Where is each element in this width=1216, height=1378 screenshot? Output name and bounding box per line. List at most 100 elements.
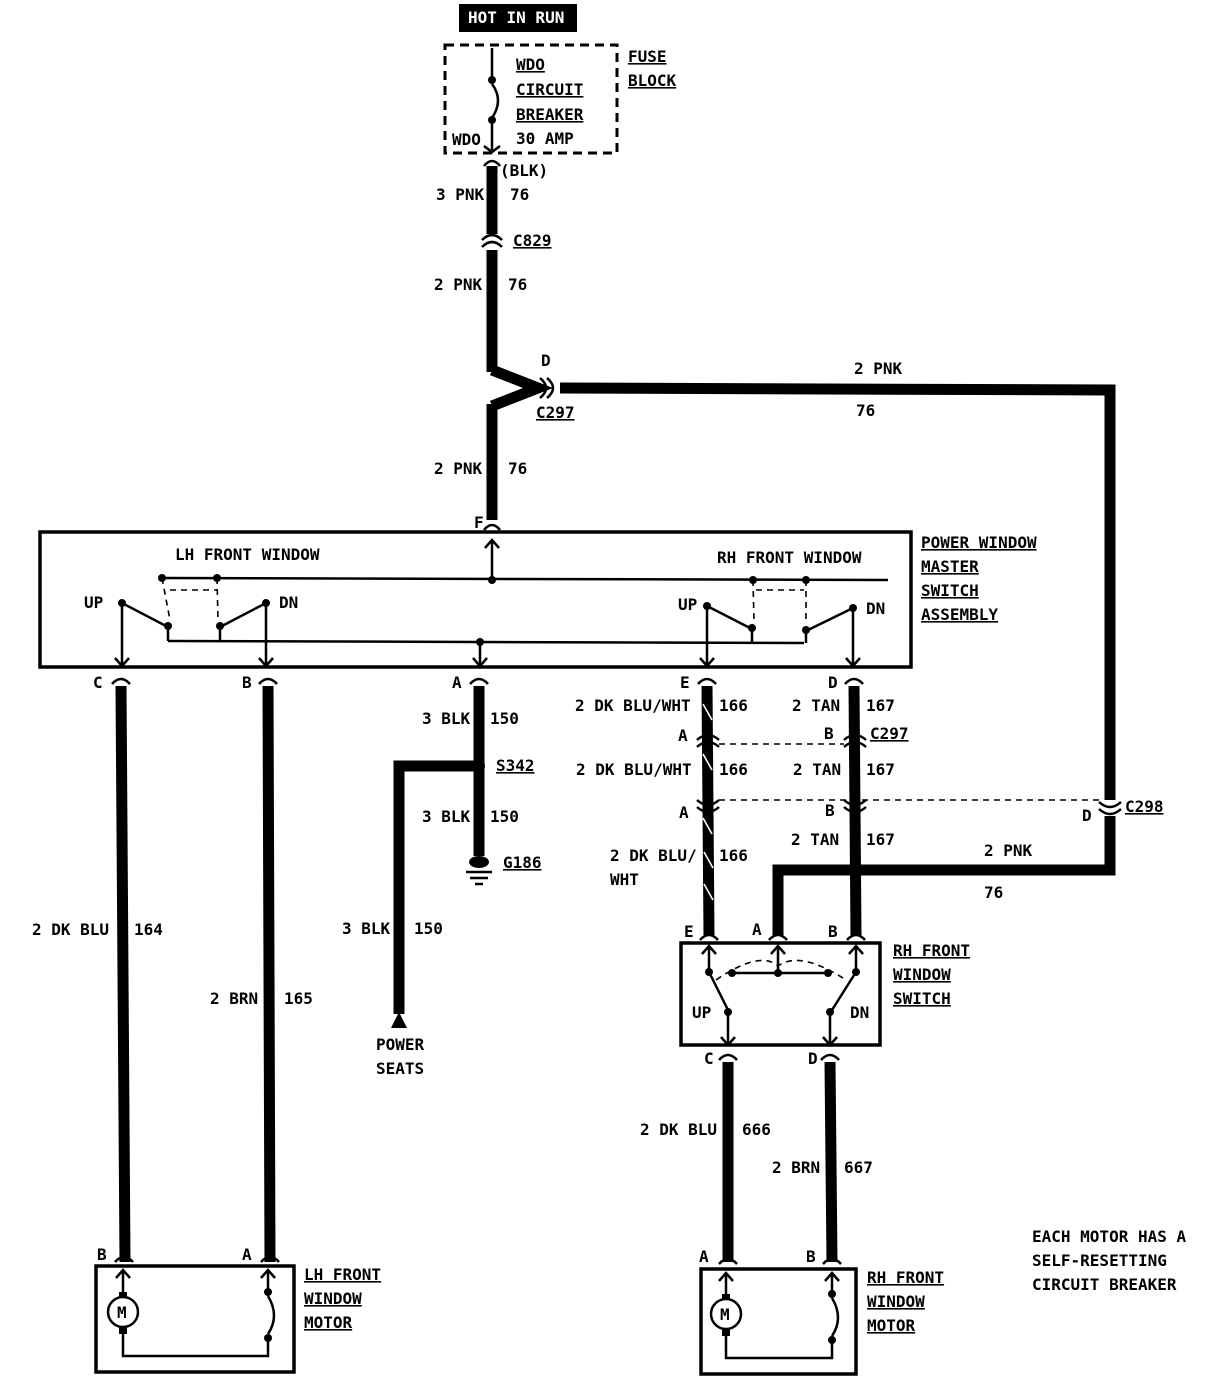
pin-a1: A [678, 726, 688, 745]
wire-gnd-2-gauge: 3 BLK [422, 807, 471, 826]
master-pin-c: C [93, 673, 103, 692]
breaker-label-1: WDO [516, 55, 545, 74]
master-lh-up: UP [84, 593, 103, 612]
pin-b1: B [824, 724, 834, 743]
wire-mid-circuit: 76 [508, 275, 527, 294]
lh-motor-internal [106, 1268, 276, 1358]
lh-motor-title-2: WINDOW [304, 1289, 362, 1308]
rh-switch-title-2: WINDOW [893, 965, 951, 984]
master-pin-f: F [474, 513, 484, 532]
rh-switch-pin-a: A [752, 920, 762, 939]
note-line-2: SELF-RESETTING [1032, 1251, 1167, 1270]
pin-a2: A [679, 803, 689, 822]
splice-s342-label: S342 [496, 756, 535, 775]
lh-motor-title-3: MOTOR [304, 1313, 353, 1332]
wire-e2-gauge: 2 DK BLU/WHT [576, 760, 692, 779]
connector-c297-top-label: C297 [536, 403, 575, 422]
power-seats-line-1: POWER [376, 1035, 425, 1054]
rh-switch-pin-e: E [684, 922, 694, 941]
wire-blk-150-seats [393, 760, 479, 1014]
power-seats-line-2: SEATS [376, 1059, 424, 1078]
wire-seats-gauge: 3 BLK [342, 919, 391, 938]
connector-c297-top [539, 377, 555, 399]
connector-c298-label: C298 [1125, 797, 1164, 816]
rh-motor-box [699, 1267, 858, 1376]
rh-switch-pin-d: D [808, 1049, 818, 1068]
wire-e3-gauge-1: 2 DK BLU/ [610, 846, 697, 865]
lh-motor-box [94, 1264, 296, 1374]
wire-rh-feed-circuit: 76 [856, 401, 875, 420]
wire-d2-circuit: 167 [866, 760, 895, 779]
wire-rh-dn-circuit: 667 [844, 1158, 873, 1177]
wire-lh-up-gauge: 2 DK BLU [32, 920, 109, 939]
wire-rh-up-circuit: 666 [742, 1120, 771, 1139]
wire-rh-up-gauge: 2 DK BLU [640, 1120, 717, 1139]
connector-c297-mid [696, 733, 867, 748]
lh-motor-pin-b: B [97, 1245, 107, 1264]
wire-lh-dn-gauge: 2 BRN [210, 989, 258, 1008]
rh-motor-symbol: M [720, 1305, 730, 1324]
rh-switch-title-3: SWITCH [893, 989, 951, 1008]
wire-gnd-2-circuit: 150 [490, 807, 519, 826]
rh-motor-internal [709, 1271, 840, 1360]
rh-switch-pin-b: B [828, 922, 838, 941]
connector-c297-top-pin: D [541, 351, 551, 370]
master-switch-internal [114, 538, 889, 668]
ground-symbol [466, 856, 492, 886]
pin-b2: B [825, 801, 835, 820]
fuse-block-box [443, 43, 619, 155]
hot-in-run-label: HOT IN RUN [468, 8, 564, 27]
wire-gnd-1-gauge: 3 BLK [422, 709, 471, 728]
master-pin-d: D [828, 673, 838, 692]
circuit-breaker-symbol [483, 48, 501, 154]
connector-c829 [481, 233, 503, 248]
breaker-terminal: WDO [452, 130, 481, 149]
wire-d3-circuit: 167 [866, 830, 895, 849]
pin-d-c298: D [1082, 806, 1092, 825]
hot-in-run-box [459, 4, 577, 32]
wire-lh-up-circuit: 164 [134, 920, 163, 939]
master-switch-box [38, 530, 913, 669]
rh-switch-title-1: RH FRONT [893, 941, 970, 960]
master-lh-label: LH FRONT WINDOW [175, 545, 320, 564]
rh-switch-box [679, 941, 882, 1047]
master-switch-title-4: ASSEMBLY [921, 605, 998, 624]
rh-switch-up: UP [692, 1003, 711, 1022]
wire-d3-gauge: 2 TAN [791, 830, 839, 849]
wire-d1-circuit: 167 [866, 696, 895, 715]
master-pin-f-connector [483, 523, 501, 531]
master-switch-title-2: MASTER [921, 557, 979, 576]
rh-switch-output-connectors [718, 1053, 840, 1061]
fuse-block-title-2: BLOCK [628, 71, 677, 90]
wire-d1-gauge: 2 TAN [792, 696, 840, 715]
wire-brn-165 [262, 685, 276, 1263]
wire-e3-circuit: 166 [719, 846, 748, 865]
master-switch-title-3: SWITCH [921, 581, 979, 600]
rh-motor-pin-b: B [806, 1247, 816, 1266]
fuse-output-connector [483, 159, 501, 167]
rh-switch-pin-c: C [704, 1049, 714, 1068]
master-switch-title-1: POWER WINDOW [921, 533, 1037, 552]
wire-rh-feed-gauge: 2 PNK [854, 359, 903, 378]
wire-low-circuit: 76 [508, 459, 527, 478]
rh-switch-dn: DN [850, 1003, 869, 1022]
wire-seats-circuit: 150 [414, 919, 443, 938]
wire-rh-dn-gauge: 2 BRN [772, 1158, 820, 1177]
master-output-connectors [111, 677, 864, 685]
rh-motor-connectors [718, 1257, 842, 1265]
wire-brn-667 [824, 1061, 838, 1263]
master-lh-dn: DN [279, 593, 298, 612]
rh-motor-title-3: MOTOR [867, 1316, 916, 1335]
master-rh-up: UP [678, 595, 697, 614]
breaker-label-2: CIRCUIT [516, 80, 583, 99]
lh-motor-connectors [114, 1255, 280, 1263]
rh-motor-pin-a: A [699, 1247, 709, 1266]
connector-c297-mid-label: C297 [870, 724, 909, 743]
lh-motor-title-1: LH FRONT [304, 1265, 381, 1284]
lh-motor-pin-a: A [242, 1245, 252, 1264]
wire-dk-blu-164 [115, 685, 131, 1263]
wire-d2-gauge: 2 TAN [793, 760, 841, 779]
master-pin-b: B [242, 673, 252, 692]
wire-mid-gauge: 2 PNK [434, 275, 483, 294]
